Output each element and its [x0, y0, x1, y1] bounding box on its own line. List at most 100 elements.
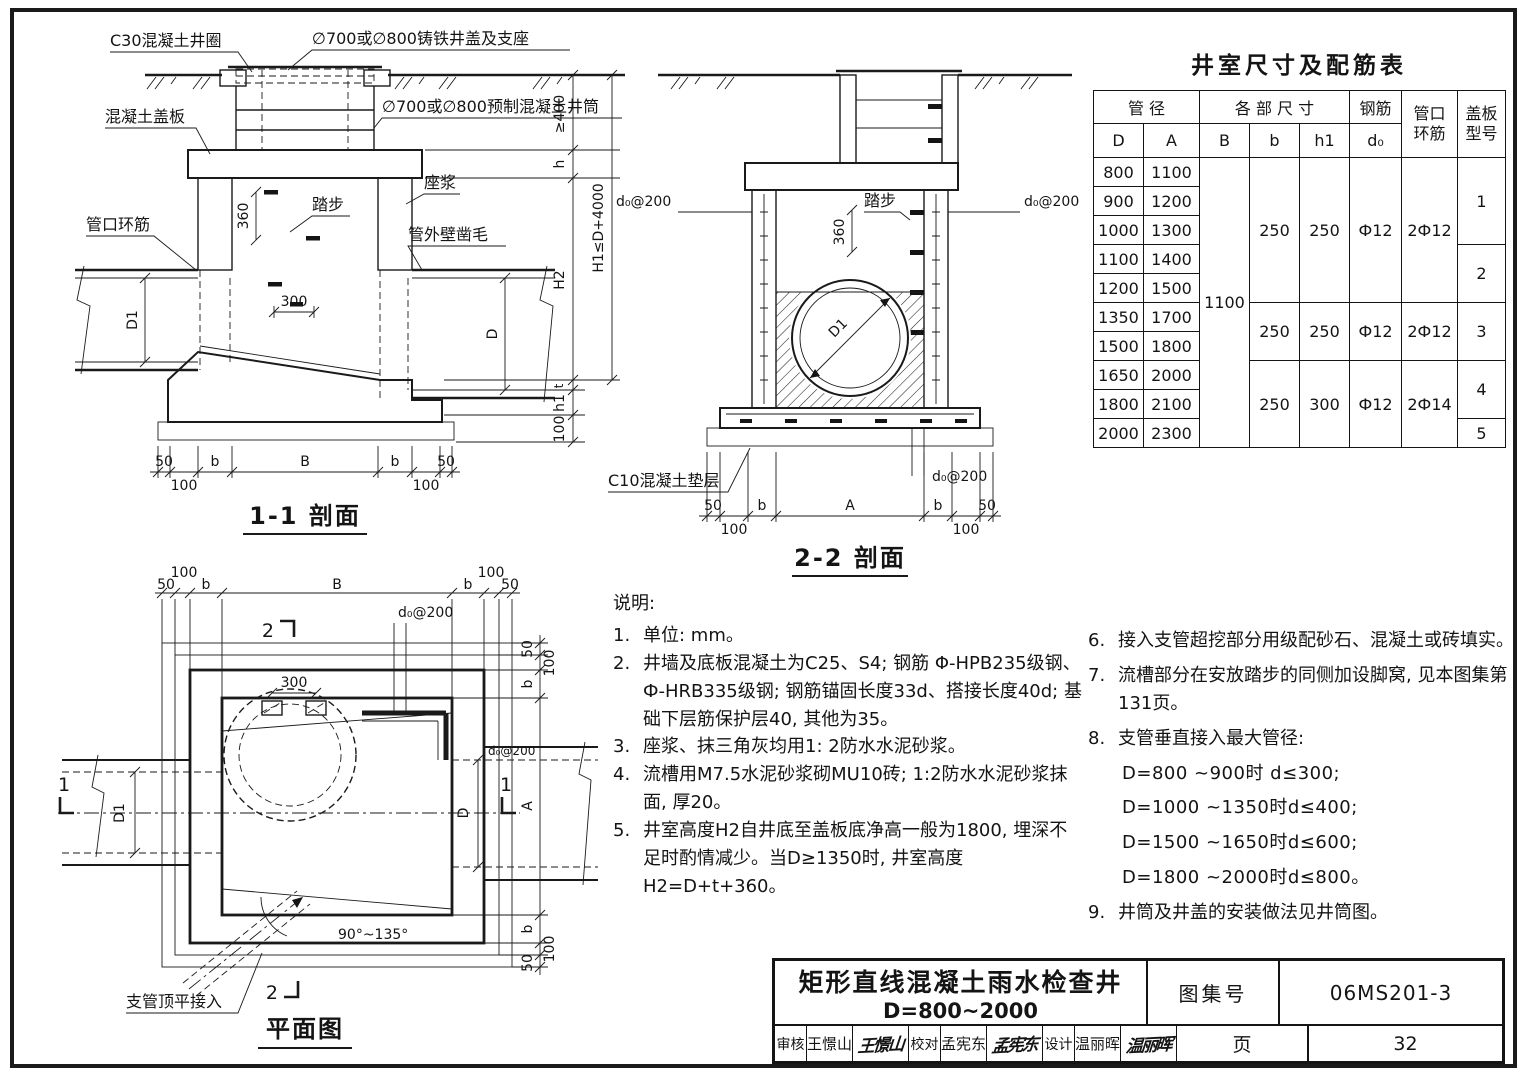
design-label: 设计: [1043, 1026, 1075, 1061]
dim-label: 100: [478, 565, 505, 581]
drawing-title: 矩形直线混凝土雨水检查井 D=800~2000: [775, 961, 1148, 1024]
table-row: 1650 2000 250 300 Ф12 2Ф14 4: [1093, 360, 1507, 448]
note-item: 1. 单位: mm。: [613, 622, 1085, 650]
bedding-label: C10混凝土垫层: [608, 471, 720, 490]
cell-cover-type: 5: [1457, 418, 1507, 448]
plan-outlines: [161, 642, 513, 968]
note-text: 流槽用M7.5水泥砂浆砌MU10砖; 1:2防水水泥砂浆抹面, 厚20。: [643, 764, 1068, 814]
dim-label: 50: [520, 640, 536, 658]
dim-label: 50: [155, 454, 173, 470]
cell-b: 250: [1249, 302, 1300, 361]
dim-label: b: [934, 498, 943, 514]
rebar-labels: d₀@200 d₀@200 d₀@200 C10混凝土垫层: [608, 194, 1079, 493]
cell-ring: 2Ф12: [1401, 157, 1459, 303]
note-text: 单位: mm。: [643, 624, 744, 646]
plan-steps: [261, 700, 327, 716]
note-item: 9. 井筒及井盖的安装做法见井筒图。: [1088, 899, 1516, 927]
table-row: 800 1100 1100 250 250 Ф12 2Ф12 1: [1093, 157, 1507, 448]
dim-300-label: 300: [281, 294, 308, 310]
header-B: B: [1199, 123, 1250, 158]
cell-cover-type: 4: [1457, 360, 1507, 419]
header-pipe-ring-line2: 环筋: [1413, 124, 1446, 143]
pipe-right-d: D: [379, 265, 555, 403]
vdim-t: t: [552, 383, 566, 388]
vdim-ge400: ≥400: [552, 95, 568, 133]
table-row: 1000 1300: [1093, 215, 1506, 245]
dim-label: b: [520, 924, 536, 933]
section-1-1-title: 1-1 剖面: [243, 502, 367, 535]
note-number: 5.: [613, 820, 631, 842]
cell-A: 1500: [1143, 273, 1200, 303]
header-A: A: [1143, 123, 1200, 158]
section-marker-2-top: 2: [262, 619, 296, 642]
cell-D: 1800: [1093, 389, 1144, 419]
note-text: D=1000 ~1350时d≤400;: [1122, 797, 1358, 819]
collar-label: C30混凝土井圈: [110, 31, 222, 50]
shaft-and-collar: [219, 65, 391, 150]
cell-A: 2300: [1143, 418, 1200, 448]
vdim-H1: H1≤D+4000: [591, 183, 607, 272]
pipe-d1-label: D1: [125, 310, 141, 330]
dim-label: 50: [501, 577, 519, 593]
vdim-100: 100: [552, 416, 568, 443]
do200-bottom-label: d₀@200: [932, 469, 987, 485]
cover-slab: [744, 162, 959, 191]
section-markers-1: 1 1: [58, 774, 516, 815]
plan-view-drawing: 50 100 b B b 100 50 2 d₀@200 300: [58, 565, 598, 1049]
notes-right-column: 6. 接入支管超挖部分用级配砂石、混凝土或砖填实。 7. 流槽部分在安放踏步的同…: [1088, 627, 1516, 934]
section-2-2-drawing: 360 踏步 D1 d₀@200 d₀@200 d₀@200 C10混凝土垫层: [608, 69, 1079, 577]
note-number: 1.: [613, 624, 631, 646]
do200-right-label: d₀@200: [488, 744, 535, 758]
dim-label: 50: [978, 498, 996, 514]
note-text: 流槽部分在安放踏步的同侧加设脚窝, 见本图集第131页。: [1118, 664, 1508, 714]
cell-b: 250: [1249, 360, 1300, 448]
cell-ring: 2Ф14: [1401, 360, 1459, 448]
pipe-left-d1: D1: [75, 265, 231, 375]
dims-bottom-1-1: 50 100 b B b 100 50: [150, 446, 460, 494]
dim-300: 300: [268, 294, 320, 318]
designer-name: 温丽晖: [1075, 1026, 1121, 1061]
cell-cover-type: 1: [1457, 157, 1507, 245]
cell-d0: Ф12: [1349, 302, 1403, 361]
section-1-1-drawing: 360 300 D1 D 50 100 b B b 100 50: [75, 29, 625, 535]
dim-label: 100: [542, 936, 558, 963]
dim-label: b: [391, 454, 400, 470]
dim-label: 100: [171, 478, 198, 494]
cell-D: 900: [1093, 186, 1144, 216]
mortar-label: 座浆: [424, 173, 456, 192]
pipe-left-d1-plan: D1: [58, 754, 520, 866]
cell-D: 800: [1093, 157, 1144, 187]
note-number: 8.: [1088, 727, 1106, 749]
cell-A: 1100: [1143, 157, 1200, 187]
cell-B: 1100: [1199, 157, 1250, 448]
note-number: 4.: [613, 764, 631, 786]
vdim-h1: h1: [552, 394, 568, 412]
step-label: 踏步: [312, 195, 344, 214]
precast-shaft-label: ∅700或∅800预制混凝土井筒: [382, 97, 599, 116]
page-number: 32: [1393, 1032, 1418, 1055]
header-pipe-ring: 管口环筋: [1401, 90, 1459, 158]
cell-d0: Ф12: [1349, 360, 1403, 448]
note-item: D=800 ~900时 d≤300;: [1088, 760, 1516, 788]
dims-top-plan: 50 100 b B b 100 50: [155, 565, 520, 698]
note-number: 3.: [613, 736, 631, 758]
cast-iron-cover-label: ∅700或∅800铸铁井盖及支座: [312, 29, 529, 48]
pipe-right-d-plan: D d₀@200: [452, 741, 598, 886]
header-cover-type: 盖板型号: [1457, 90, 1507, 158]
dims-right-plan: 50 100 b A b 100 50: [452, 635, 558, 975]
ground-line: [658, 73, 1072, 90]
header-cover-line2: 型号: [1465, 124, 1498, 143]
note-item: 2. 井墙及底板混凝土为C25、S4; 钢筋 Φ-HPB235级钢、Ф-HRB3…: [613, 650, 1085, 734]
note-number: 9.: [1088, 902, 1106, 924]
do200-right-label: d₀@200: [1024, 194, 1079, 210]
checker-signature: 孟宪东: [987, 1026, 1043, 1061]
plan-title-text: 平面图: [266, 1015, 344, 1043]
cell-cover-type: 2: [1457, 244, 1507, 303]
cell-A: 2100: [1143, 389, 1200, 419]
dims-bottom-2-2: 50 100 b A b 100 50: [699, 452, 1001, 538]
pipe-d-label: D: [456, 808, 472, 819]
dim-360: 360 踏步: [832, 191, 911, 258]
cell-D: 1650: [1093, 360, 1144, 390]
well-dimensions-table: 井室尺寸及配筋表 管 径 各 部 尺 寸 钢筋 管口环筋 盖板型号 D A B …: [1093, 46, 1507, 448]
cell-A: 1800: [1143, 331, 1200, 361]
